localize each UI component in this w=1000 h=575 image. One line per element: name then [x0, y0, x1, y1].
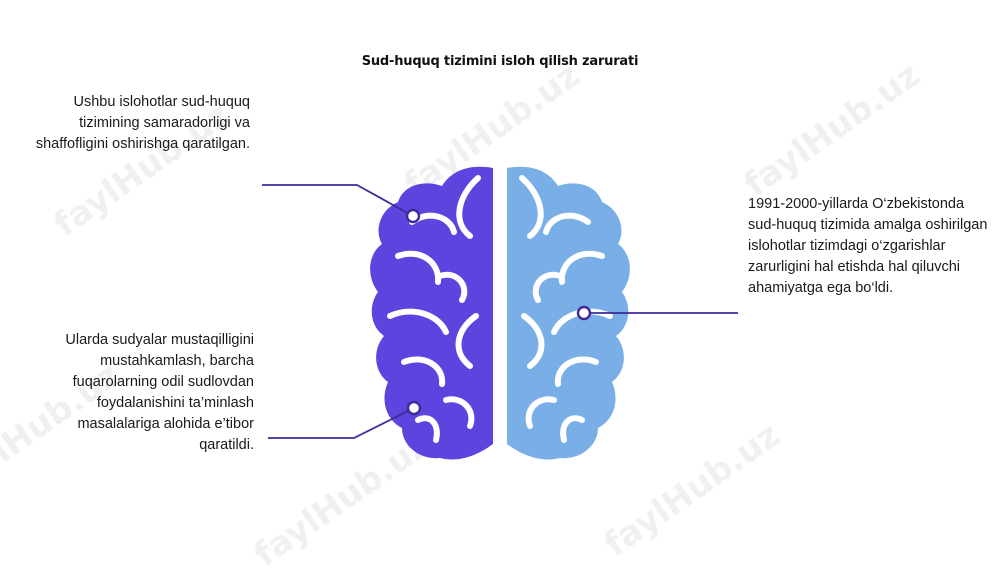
- marker-top-left: [405, 208, 421, 224]
- connector-markers: [405, 208, 592, 416]
- right-hemisphere: [507, 166, 630, 460]
- connector-bottom-left: [268, 407, 415, 439]
- connectors: [262, 184, 738, 439]
- note-top-left: Ushbu islohotlar sud-huquq tizimining sa…: [35, 94, 250, 152]
- connector-top-left: [262, 184, 414, 217]
- brain-diagram: [262, 166, 738, 460]
- note-right: 1991-2000-yillarda O‘zbekistonda sud-huq…: [748, 196, 988, 296]
- note-bottom-left: Ularda sudyalar mustaqilligini mustahkam…: [65, 332, 254, 453]
- slide: faylHub.uz faylHub.uz faylHub.uz faylHub…: [0, 54, 988, 575]
- marker-bottom-left: [406, 400, 422, 416]
- marker-right: [576, 305, 592, 321]
- left-hemisphere: [370, 166, 493, 460]
- page-title: Sud-huquq tizimini isloh qilish zarurati: [361, 54, 639, 69]
